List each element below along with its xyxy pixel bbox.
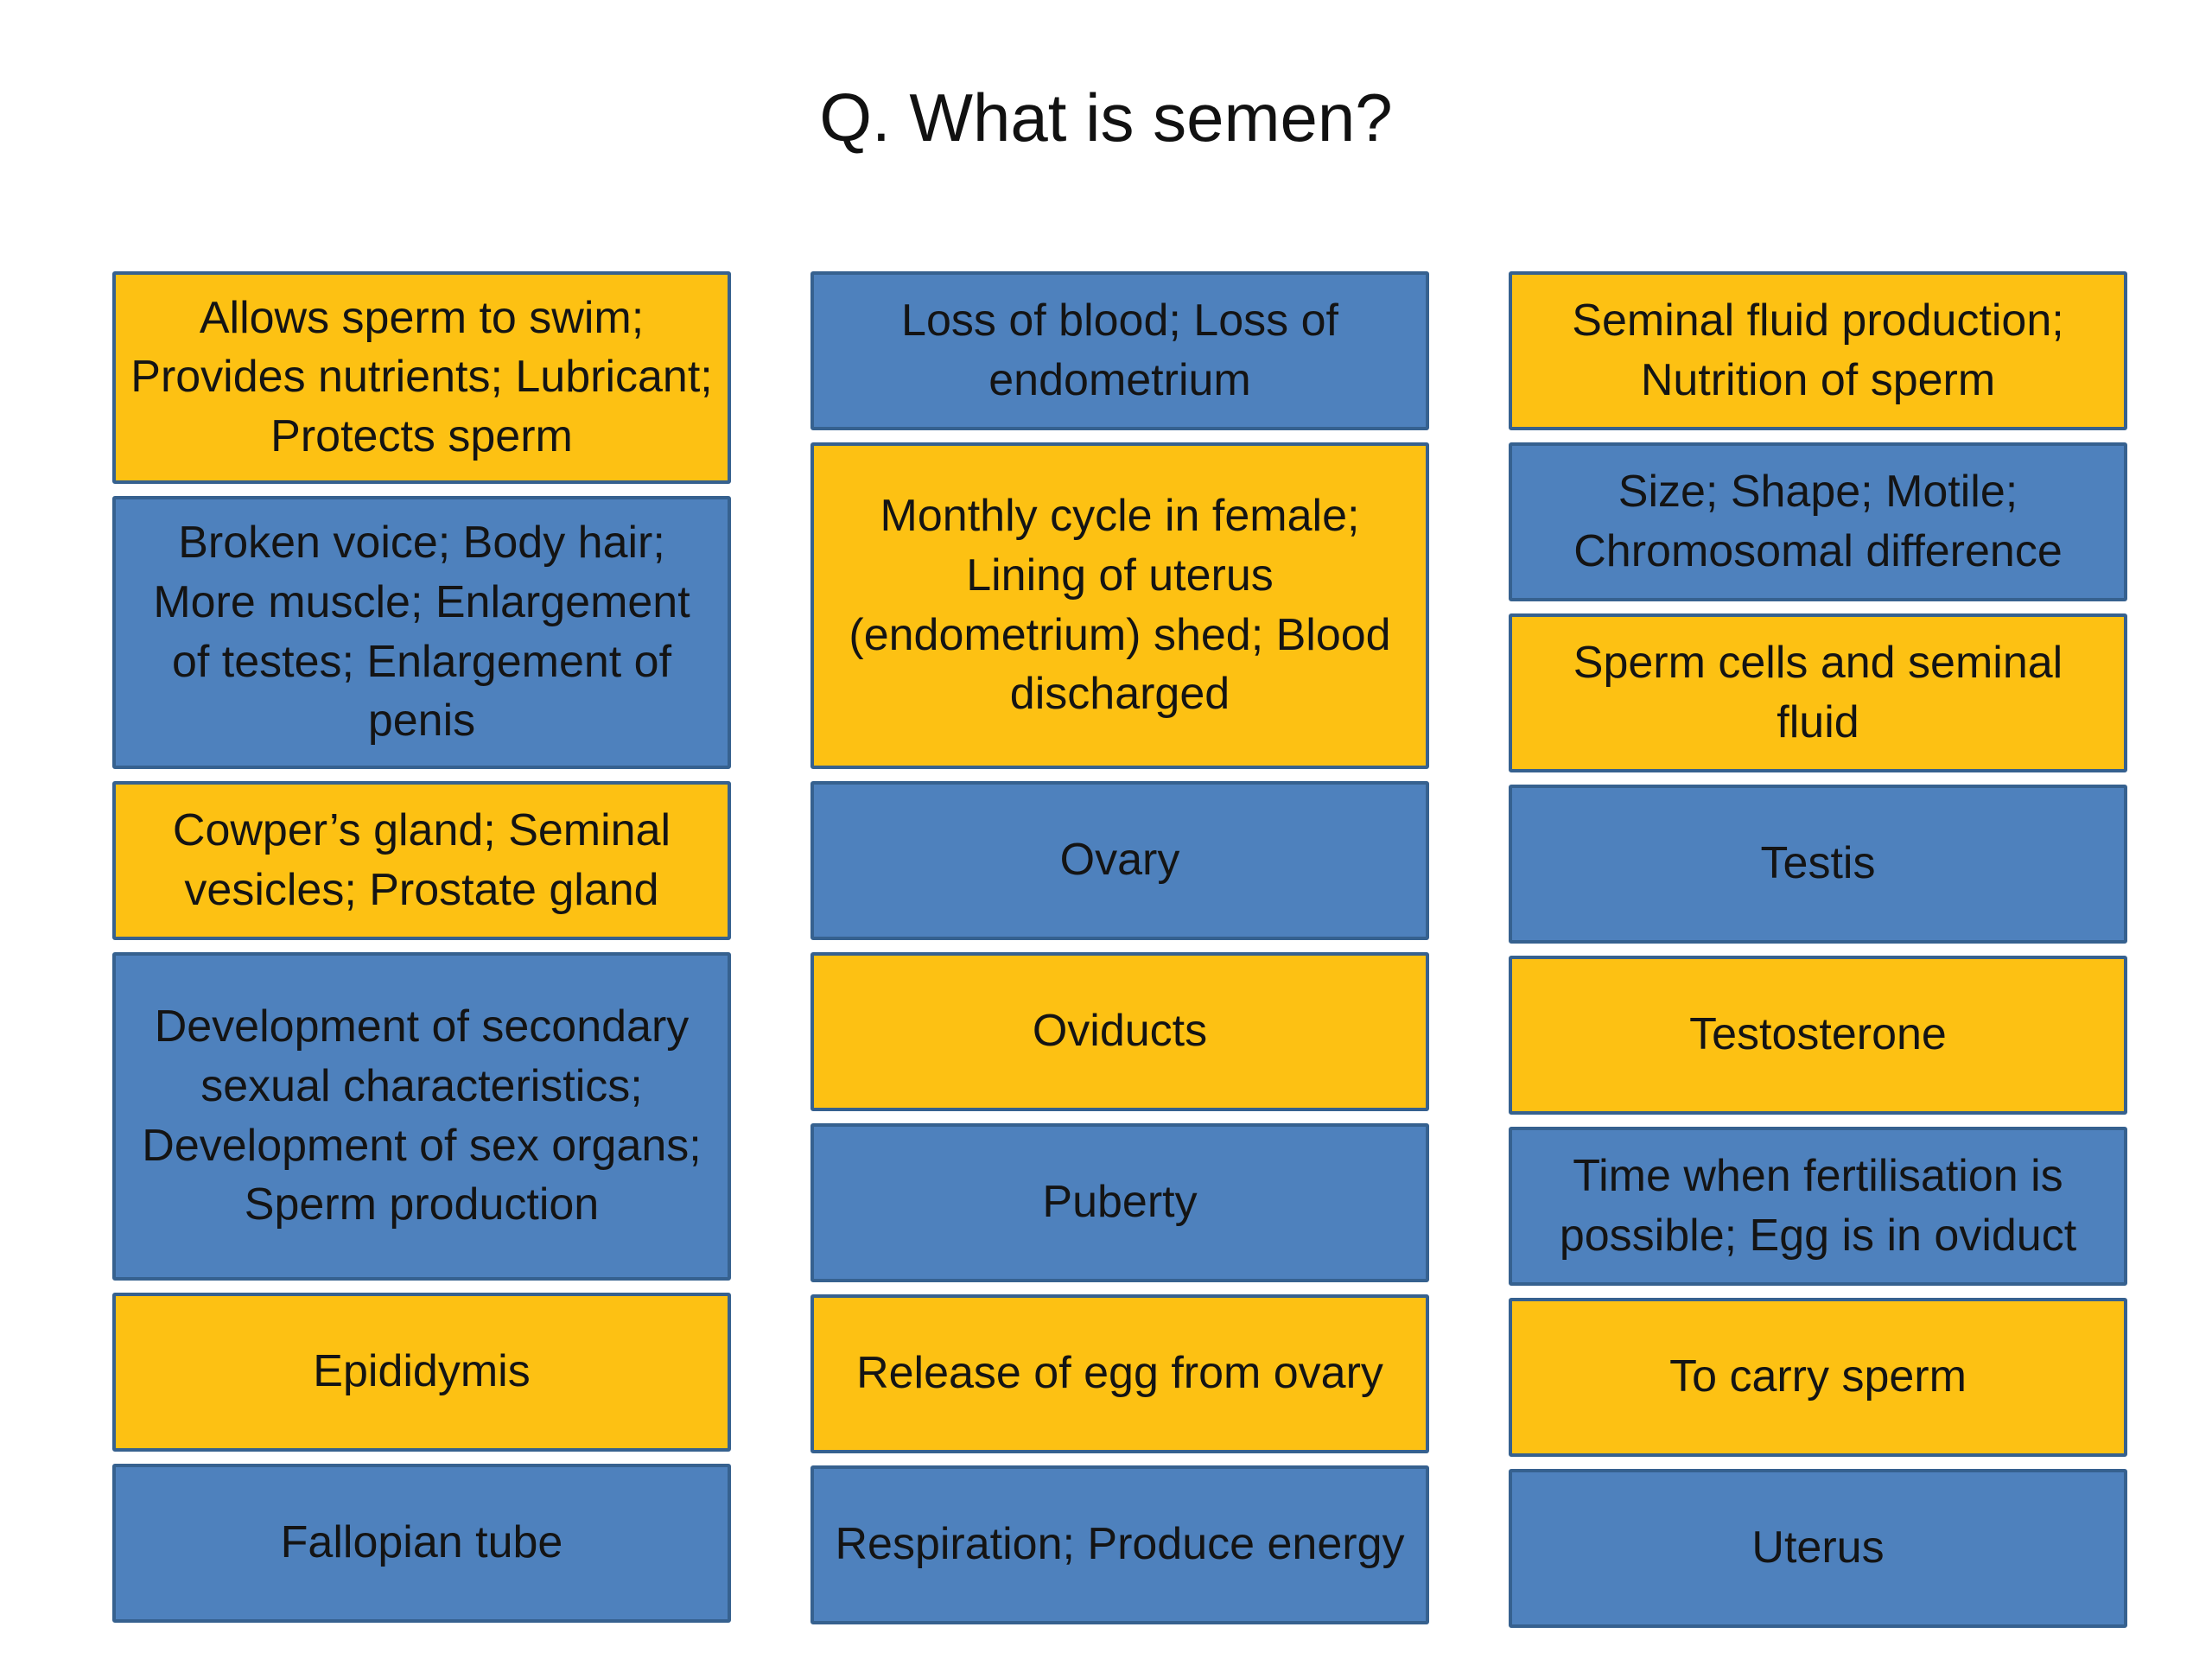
- answer-board: Allows sperm to swim; Provides nutrients…: [0, 270, 2212, 1628]
- answer-card: Respiration; Produce energy: [810, 1465, 1429, 1624]
- column-3: Seminal fluid production; Nutrition of s…: [1509, 270, 2127, 1628]
- answer-card: Allows sperm to swim; Provides nutrients…: [112, 270, 731, 484]
- answer-card: Cowper’s gland; Seminal vesicles; Prosta…: [112, 780, 731, 940]
- answer-card: Testosterone: [1509, 955, 2127, 1115]
- answer-card: Loss of blood; Loss of endometrium: [810, 270, 1429, 430]
- answer-card: Broken voice; Body hair; More muscle; En…: [112, 495, 731, 769]
- answer-card: Time when fertilisation is possible; Egg…: [1509, 1126, 2127, 1286]
- answer-card: Size; Shape; Motile; Chromosomal differe…: [1509, 442, 2127, 601]
- answer-card: Epididymis: [112, 1292, 731, 1452]
- answer-card: Fallopian tube: [112, 1463, 731, 1623]
- slide-title: Q. What is semen?: [819, 79, 1393, 156]
- answer-card: Oviducts: [810, 951, 1429, 1111]
- answer-card: Ovary: [810, 780, 1429, 940]
- answer-card: Release of egg from ovary: [810, 1294, 1429, 1453]
- answer-card: Monthly cycle in female; Lining of uteru…: [810, 442, 1429, 769]
- answer-card: To carry sperm: [1509, 1297, 2127, 1457]
- answer-card: Seminal fluid production; Nutrition of s…: [1509, 270, 2127, 430]
- answer-card: Puberty: [810, 1122, 1429, 1282]
- answer-card: Sperm cells and seminal fluid: [1509, 613, 2127, 772]
- answer-card: Uterus: [1509, 1468, 2127, 1628]
- column-1: Allows sperm to swim; Provides nutrients…: [112, 270, 731, 1628]
- answer-card: Testis: [1509, 784, 2127, 944]
- answer-card: Development of secondary sexual characte…: [112, 951, 731, 1281]
- column-2: Loss of blood; Loss of endometrium Month…: [810, 270, 1429, 1628]
